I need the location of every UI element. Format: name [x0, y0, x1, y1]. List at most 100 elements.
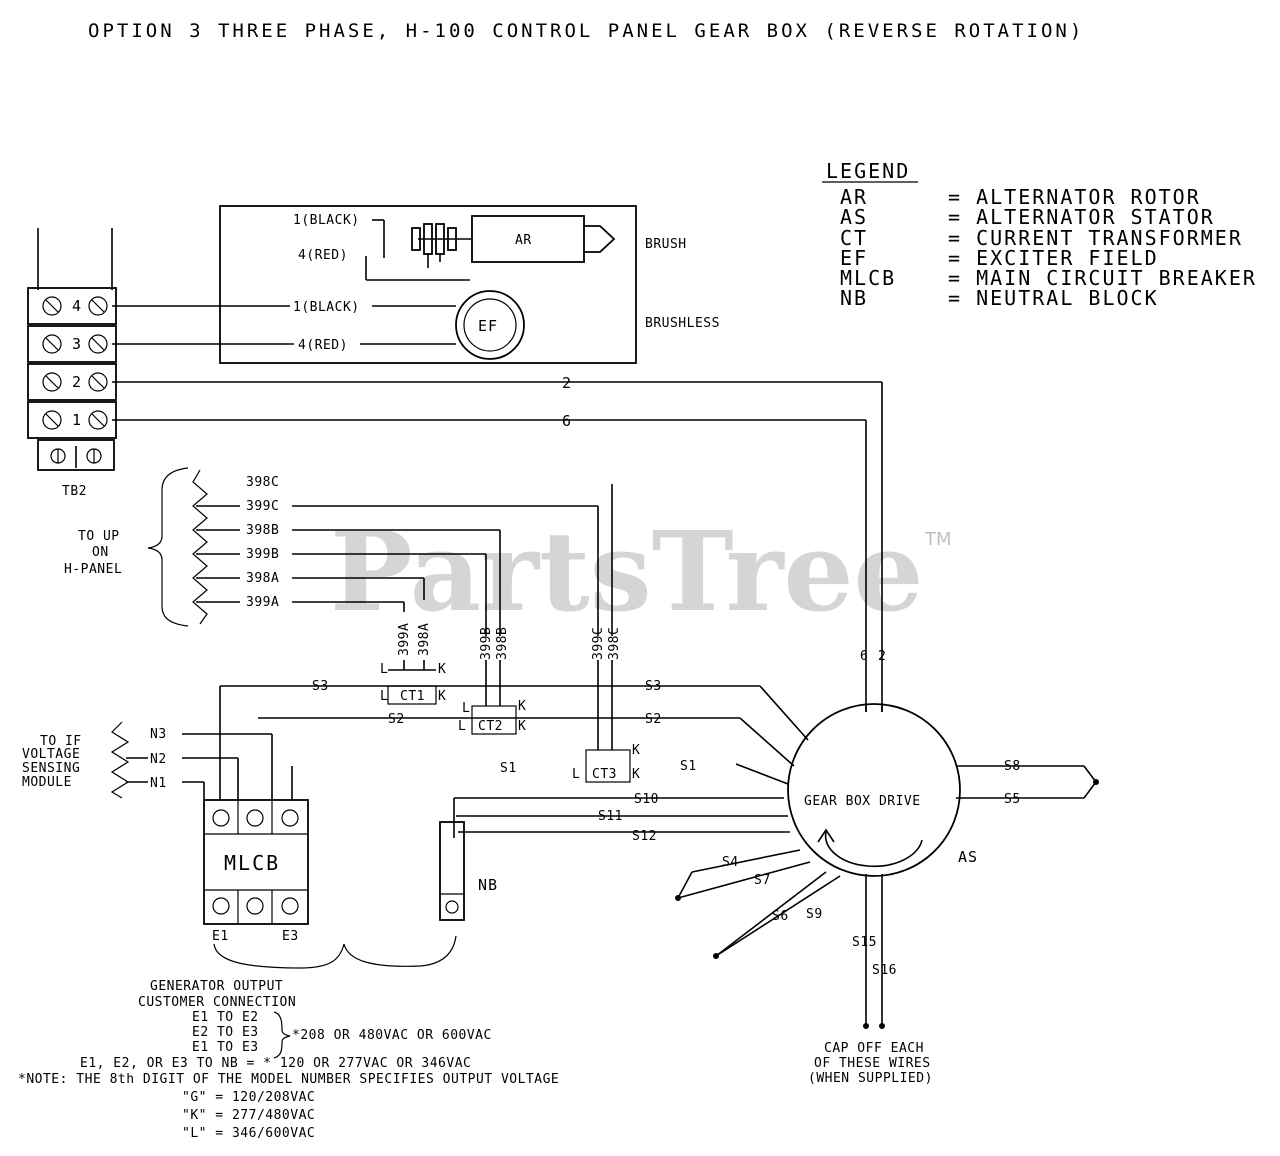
- h-panel-label-2: ON: [92, 545, 109, 560]
- legend-heading: LEGEND: [826, 159, 910, 183]
- s5-label: S5: [1004, 792, 1021, 807]
- wire-398b-label: 398B: [246, 523, 279, 538]
- watermark-tm: TM: [924, 529, 952, 550]
- legend-desc-ar: = ALTERNATOR ROTOR: [948, 185, 1201, 209]
- legend-desc-ct: = CURRENT TRANSFORMER: [948, 226, 1243, 250]
- legend-code-ct: CT: [840, 226, 868, 250]
- voltage-sensing-module: TO IF VOLTAGE SENSING MODULE N3 N2 N1: [22, 721, 293, 800]
- cap-note-2: OF THESE WIRES: [814, 1056, 931, 1071]
- exciter-field: [455, 290, 525, 360]
- ct2-l: L: [458, 719, 466, 734]
- ct3-wire-399c: 399C: [591, 627, 606, 660]
- ct1-label: CT1: [400, 689, 425, 704]
- terminal-ground: [37, 439, 115, 471]
- cap-note-1: CAP OFF EACH: [824, 1041, 924, 1056]
- current-transformer-ct1: L K L CT1 K: [380, 660, 446, 705]
- n3-label: N3: [150, 727, 167, 742]
- wire-399c-label: 399C: [246, 499, 279, 514]
- brush-wire-red: 4(RED): [298, 248, 348, 263]
- note-line-10: "L" = 346/600VAC: [182, 1126, 315, 1141]
- rotation-arrow-icon: [817, 828, 835, 843]
- as-label: AS: [958, 848, 978, 866]
- wire-6-vertical-label: 6: [860, 649, 868, 664]
- brush-label: BRUSH: [645, 237, 687, 252]
- note-line-9: "K" = 277/480VAC: [182, 1108, 315, 1123]
- neutral-block: NB: [439, 821, 497, 921]
- terminal-1-label: 1: [72, 411, 82, 429]
- ct2-k: K: [518, 719, 526, 734]
- ct1-wire-398a: 398A: [417, 623, 432, 656]
- tb2-label: TB2: [62, 484, 87, 499]
- note-line-5: E1 TO E3: [192, 1040, 259, 1055]
- note-line-1: GENERATOR OUTPUT: [150, 979, 283, 994]
- current-transformer-ct2: L K L CT2 K: [458, 660, 526, 735]
- e3-label: E3: [282, 929, 299, 944]
- diagram-title: OPTION 3 THREE PHASE, H-100 CONTROL PANE…: [88, 20, 1084, 42]
- ct3-wire-398c: 398C: [607, 627, 622, 660]
- vsm-label-3: SENSING: [22, 761, 80, 776]
- note-line-3: E1 TO E2: [192, 1010, 259, 1025]
- note-line-6: E1, E2, OR E3 TO NB = * 120 OR 277VAC OR…: [80, 1056, 471, 1071]
- e1-label: E1: [212, 929, 229, 944]
- s2-left-label: S2: [388, 712, 405, 727]
- ct3-l: L: [572, 767, 580, 782]
- legend-code-mlcb: MLCB: [840, 266, 896, 290]
- s4-label: S4: [722, 855, 739, 870]
- s8-label: S8: [1004, 759, 1021, 774]
- ct1-k-top: K: [438, 662, 446, 677]
- vsm-label-4: MODULE: [22, 775, 72, 790]
- alternator-stator: GEAR BOX DRIVE AS: [787, 703, 978, 877]
- gear-box-label: GEAR BOX DRIVE: [804, 794, 921, 809]
- ct2-wire-398b: 398B: [495, 627, 510, 660]
- output-brace: [213, 935, 457, 969]
- wire-398a-label: 398A: [246, 571, 279, 586]
- terminal-4-label: 4: [72, 297, 82, 315]
- terminal-2-label: 2: [72, 373, 82, 391]
- legend-code-nb: NB: [840, 286, 868, 310]
- ct1-k: K: [438, 689, 446, 704]
- s1-right-label: S1: [680, 759, 697, 774]
- current-transformer-ct3: K L CT3 K: [572, 660, 640, 783]
- s3-right-label: S3: [645, 679, 662, 694]
- mlcb-label: MLCB: [224, 851, 280, 875]
- legend-code-ef: EF: [840, 246, 868, 270]
- ct1-l-top: L: [380, 662, 388, 677]
- legend-desc-nb: = NEUTRAL BLOCK: [948, 286, 1159, 310]
- vsm-label-1: TO IF: [40, 734, 82, 749]
- ct2-l-top: L: [462, 701, 470, 716]
- main-circuit-breaker: MLCB E1 E3: [203, 799, 309, 944]
- legend-desc-as: = ALTERNATOR STATOR: [948, 205, 1215, 229]
- legend-desc-mlcb: = MAIN CIRCUIT BREAKER: [948, 266, 1257, 290]
- brace-note: *208 OR 480VAC OR 600VAC: [292, 1028, 492, 1043]
- ct3-label: CT3: [592, 767, 617, 782]
- ct2-label: CT2: [478, 719, 503, 734]
- screw-icon: [42, 296, 108, 468]
- brushless-label: BRUSHLESS: [645, 316, 720, 331]
- h-panel-brace: [147, 467, 189, 627]
- exciter-box: 1(BLACK) 4(RED) AR BRUSH EF 1(BLACK) 4(R…: [219, 205, 720, 364]
- wire-2-vertical-label: 2: [878, 649, 886, 664]
- s3-left-label: S3: [312, 679, 329, 694]
- wire-398c-label: 398C: [246, 475, 279, 490]
- s10-label: S10: [634, 792, 659, 807]
- ct3-k-top: K: [632, 743, 640, 758]
- note-line-2: CUSTOMER CONNECTION: [138, 995, 296, 1010]
- s7-label: S7: [754, 873, 771, 888]
- s15-label: S15: [852, 935, 877, 950]
- s9-label: S9: [806, 907, 823, 922]
- cap-note-3: (WHEN SUPPLIED): [808, 1071, 933, 1086]
- gear-box-drive: [787, 703, 961, 877]
- rotor-shaft-icon: [584, 225, 616, 253]
- vsm-label-2: VOLTAGE: [22, 747, 80, 762]
- n2-label: N2: [150, 752, 167, 767]
- ct2-wire-399b: 399B: [479, 627, 494, 660]
- note-line-4: E2 TO E3: [192, 1025, 259, 1040]
- ct1-l: L: [380, 689, 388, 704]
- legend-code-ar: AR: [840, 185, 868, 209]
- watermark: PartsTree: [330, 507, 924, 636]
- brushless-wire-black: 1(BLACK): [293, 300, 360, 315]
- wire-2-label: 2: [562, 374, 572, 392]
- wire-6-label: 6: [562, 412, 572, 430]
- h-panel-connection: TO UP ON H-PANEL 398C 399C 398B 399B 398…: [64, 467, 613, 636]
